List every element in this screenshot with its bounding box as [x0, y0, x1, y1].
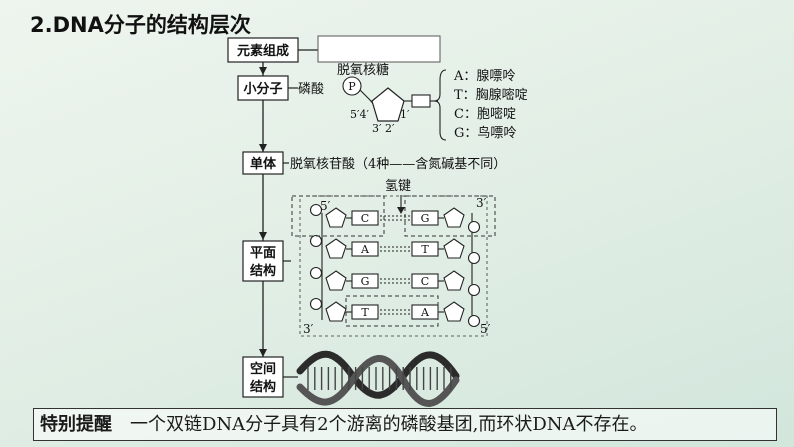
level-small-molecules-box: 小分子 [237, 75, 289, 101]
pair-3-left-phosphate [309, 266, 323, 280]
carbon-1-label: 1′ [400, 108, 410, 121]
arrow-to-plane [259, 232, 267, 240]
right-strand-5-end: 5′ [480, 322, 491, 336]
pair-3-left-base [351, 273, 379, 289]
plane-structure-outline [299, 195, 488, 337]
pair-4-right-base-letter: A [420, 306, 430, 319]
base-g-label: G：鸟嘌呤 [454, 125, 516, 141]
base-t-label: T：胸腺嘧啶 [454, 88, 528, 103]
pair-3-left-base-letter: G [361, 275, 370, 288]
pair-2-right-sugar [443, 238, 465, 259]
arrow-to-small-molecules [259, 67, 267, 75]
right-strand-3-end: 3′ [476, 196, 487, 210]
sugar-label: 脱氧核糖 [337, 62, 389, 78]
pair-2-left-base [351, 241, 379, 257]
carbon-5-4-label: 5′4′ [350, 108, 369, 121]
base-brace [433, 69, 447, 141]
pair-2-left-base-letter: A [360, 243, 370, 256]
special-reminder-tag: 特别提醒 [40, 414, 112, 435]
phosphate-label: 磷酸 [298, 82, 324, 97]
double-strand-structure: C G A T G C T A [291, 195, 496, 337]
pair-1-right-sugar [443, 207, 465, 228]
level-space-label-1: 空间 [250, 361, 276, 377]
monomer-description: 脱氧核苷酸（4种——含氮碱基不同） [290, 156, 506, 172]
pair-4-right-sugar [443, 301, 465, 322]
pair-3-right-phosphate [467, 283, 481, 297]
helix-strand-2 [296, 355, 460, 407]
pair-1-left-base [351, 210, 379, 226]
hydrogen-bond-arrowhead [397, 207, 405, 214]
pair-1-right-phosphate [467, 220, 481, 234]
hydrogen-bond-label: 氢键 [385, 179, 411, 194]
deoxyribose-pentagon [371, 87, 405, 122]
pair-4-left-base-letter: T [361, 306, 369, 319]
level-monomer-box: 单体 [242, 151, 284, 175]
pair-1-left-phosphate [309, 203, 323, 217]
pair-2-left-sugar [325, 238, 347, 259]
level-elements-box: 元素组成 [227, 37, 299, 63]
arrow-to-space [259, 349, 267, 357]
base-a-label: A：腺嘌呤 [453, 68, 515, 84]
pair-1-left-base-letter: C [361, 212, 369, 225]
pair-1-left-sugar [325, 207, 347, 228]
level-plane-label-2: 结构 [250, 263, 276, 279]
pair-2-left-phosphate [309, 234, 323, 248]
level-plane-label-1: 平面 [250, 246, 276, 261]
carbon-3-2-label: 3′ 2′ [372, 122, 395, 135]
left-strand-5-end: 5′ [320, 199, 331, 213]
arrow-to-monomer [259, 144, 267, 152]
level-plane-box: 平面 结构 [242, 240, 284, 282]
level-elements-label: 元素组成 [237, 43, 289, 59]
pair-3-left-sugar [325, 270, 347, 291]
special-reminder-box: 特别提醒一个双链DNA分子具有2个游离的磷酸基团,而环状DNA不存在。 [33, 408, 777, 441]
base-rectangle [411, 94, 431, 108]
level-small-molecules-label: 小分子 [243, 81, 282, 97]
level-monomer-label: 单体 [250, 156, 277, 172]
level-space-box: 空间 结构 [242, 356, 284, 398]
pair-4-left-sugar [325, 301, 347, 322]
pair-4-left-base [351, 304, 379, 320]
pair-3-right-sugar [443, 270, 465, 291]
section-title: 2.DNA分子的结构层次 [30, 13, 251, 37]
pair-1-right-base-letter: G [421, 212, 430, 225]
level-space-label-2: 结构 [250, 379, 276, 395]
left-strand-3-end: 3′ [303, 322, 314, 336]
helix-strand-1 [296, 350, 460, 399]
pair-4-left-phosphate [309, 297, 323, 311]
pair-3-right-base-letter: C [421, 275, 429, 288]
elements-answer-blank[interactable] [317, 35, 441, 63]
double-helix-illustration [296, 350, 460, 407]
bottom-nucleotide-bracket [345, 295, 439, 327]
phosphate-symbol: P [348, 80, 356, 93]
pair-2-right-base-letter: T [421, 243, 429, 256]
pair-4-right-phosphate [467, 314, 481, 328]
phosphate-circle [342, 76, 362, 96]
special-reminder-text: 一个双链DNA分子具有2个游离的磷酸基团,而环状DNA不存在。 [130, 414, 648, 435]
pair-2-right-phosphate [467, 251, 481, 265]
base-c-label: C：胞嘧啶 [454, 107, 516, 122]
